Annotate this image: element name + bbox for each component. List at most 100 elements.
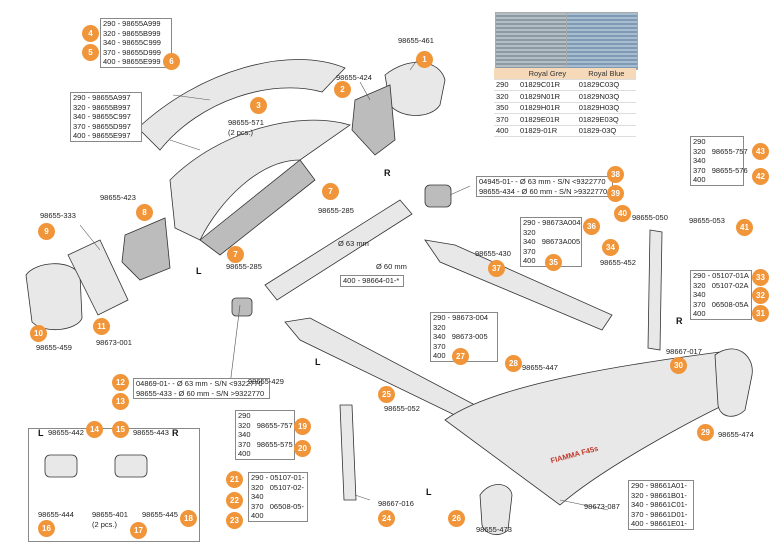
callout-badge: 12 xyxy=(112,374,129,391)
box-row: 370 06508-05A xyxy=(693,299,749,309)
part-label: 98655-424 xyxy=(336,73,372,82)
box-front-profile: 290 - 98661A01-320 - 98661B01-340 - 9866… xyxy=(628,480,694,530)
box-row: 400 xyxy=(251,511,264,520)
end-cap-right-part xyxy=(384,61,446,116)
callout-badge: 18 xyxy=(180,510,197,527)
callout-badge: 11 xyxy=(93,318,110,335)
fabric-swatch-blue xyxy=(566,12,638,70)
callout-badge: 4 xyxy=(82,25,99,42)
callout-badge: 16 xyxy=(38,520,55,537)
cell: 01829-01R xyxy=(518,125,577,137)
fabric-header xyxy=(494,68,518,80)
box-row: 320 - 98655B997 xyxy=(73,102,131,112)
box-row: 290 xyxy=(693,137,706,146)
part-label: 98655-050 xyxy=(632,213,668,222)
inset-clip-right xyxy=(114,454,148,478)
top-cover-part xyxy=(137,59,346,151)
part-label: 98655-430 xyxy=(475,249,511,258)
part-label: 98655-474 xyxy=(718,430,754,439)
part-label: 98655-442 xyxy=(48,428,84,437)
end-cap-front-part xyxy=(714,348,753,417)
right-leg-part xyxy=(647,229,663,351)
box-row: 290 - 98673A004 xyxy=(523,218,581,227)
box-row: 320 98655-757 xyxy=(238,420,293,430)
fabric-header: Royal Blue xyxy=(576,68,636,80)
callout-badge: 22 xyxy=(226,492,243,509)
part-label: 98655-285 xyxy=(226,262,262,271)
side-marker: R xyxy=(384,168,391,178)
callout-badge: 36 xyxy=(583,218,600,235)
box-row: 320 05107-02- xyxy=(251,482,304,492)
callout-badge: 35 xyxy=(545,254,562,271)
part-label: 98655-447 xyxy=(522,363,558,372)
cell: 370 xyxy=(494,113,518,126)
end-plate-left-part xyxy=(121,217,171,281)
box-row: 320 xyxy=(433,322,446,332)
cell: 350 xyxy=(494,102,518,114)
box-row: 04869-01- - Ø 63 mm - S/N <9322770 xyxy=(136,379,263,388)
part-label: 98655-444 xyxy=(38,510,74,519)
callout-badge: 39 xyxy=(607,185,624,202)
box-row: 340 xyxy=(693,156,706,165)
canopy-housing-part xyxy=(169,119,351,241)
box-row: 370 - 98661D01- xyxy=(631,509,688,519)
fabric-header: Royal Grey xyxy=(518,68,577,80)
box-row: 290 xyxy=(238,411,251,420)
box-row: 400 xyxy=(523,256,536,265)
callout-badge: 9 xyxy=(38,223,55,240)
part-label: 98655-333 xyxy=(40,211,76,220)
box-row: 98655-433 - Ø 60 mm - S/N >9322770 xyxy=(136,388,265,398)
spring-tube-part xyxy=(231,297,253,317)
cell: 01829E01R xyxy=(518,113,577,126)
callout-badge: 5 xyxy=(82,44,99,61)
part-label: 98655-459 xyxy=(36,343,72,352)
callout-badge: 10 xyxy=(30,325,47,342)
part-label: 98667-017 xyxy=(666,347,702,356)
box-row: 340 98673-005 xyxy=(433,332,488,341)
callout-badge: 19 xyxy=(294,418,311,435)
box-row: 400 xyxy=(433,351,446,360)
roller-tube-part xyxy=(264,199,413,301)
part-label: 98655-473 xyxy=(476,525,512,534)
part-label: 98655-401 (2 pcs.) xyxy=(92,510,128,529)
box-row: 340 98673A005 xyxy=(523,237,581,246)
callout-badge: 33 xyxy=(752,269,769,286)
box-row: 340 xyxy=(693,290,706,299)
box-row: 370 98655-575 xyxy=(238,439,293,449)
callout-badge: 7 xyxy=(322,183,339,200)
callout-badge: 13 xyxy=(112,393,129,410)
foot-cap-part xyxy=(479,484,513,535)
box-row: 400 - 98655E999 xyxy=(103,57,161,66)
callout-badge: 28 xyxy=(505,355,522,372)
side-cover-left-part xyxy=(25,263,83,331)
callout-badge: 32 xyxy=(752,287,769,304)
cell: 01829H03Q xyxy=(576,102,636,114)
box-row: 340 - 98655C997 xyxy=(73,112,131,121)
callout-badge: 26 xyxy=(448,510,465,527)
box-row: 400 - 98664-01-* xyxy=(343,276,400,285)
callout-badge: 14 xyxy=(86,421,103,438)
left-leg-part xyxy=(339,404,357,501)
callout-badge: 29 xyxy=(697,424,714,441)
inset-clip-left xyxy=(44,454,78,478)
box-row: 370 xyxy=(523,246,536,256)
part-label: 98655-423 xyxy=(100,193,136,202)
part-label: 98673-001 xyxy=(96,338,132,347)
cell: 290 xyxy=(494,79,518,91)
box-row: 370 - 98655D997 xyxy=(73,121,131,131)
callout-badge: 23 xyxy=(226,512,243,529)
part-label: 98655-571 (2 pcs.) xyxy=(228,118,264,137)
cell: 01829C01R xyxy=(518,79,577,91)
box-tube-60: 400 - 98664-01-* xyxy=(340,275,404,287)
cell: 01829N01R xyxy=(518,90,577,103)
